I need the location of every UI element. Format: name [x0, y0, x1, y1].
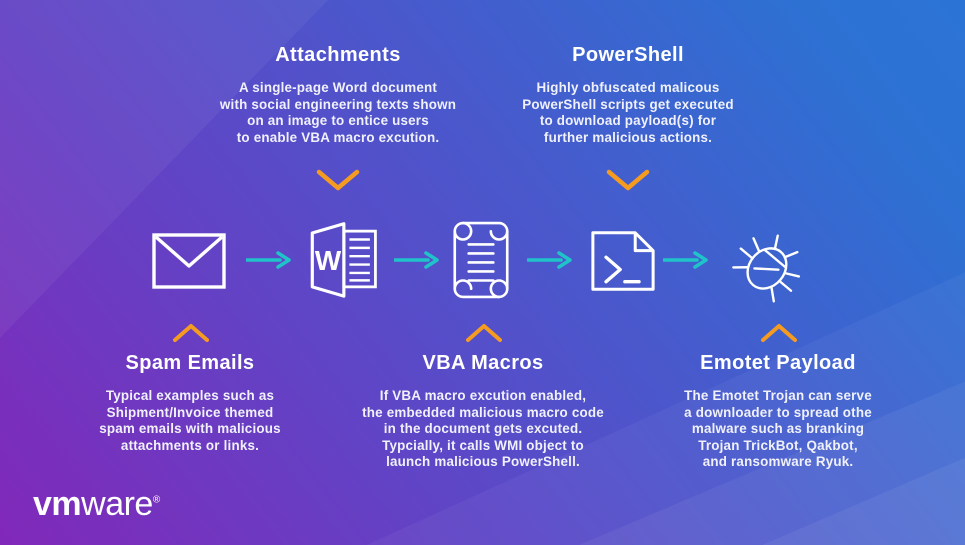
arrow-right-icon	[394, 251, 439, 269]
word-document-icon: W	[310, 222, 377, 298]
svg-text:W: W	[315, 245, 342, 276]
logo-bold-text: vm	[33, 485, 82, 523]
annotation-spam-emails: Spam Emails Typical examples such as Shi…	[60, 352, 320, 454]
chevron-up-icon	[466, 324, 502, 342]
macro-scroll-icon	[453, 221, 509, 299]
arrow-right-icon	[663, 251, 708, 269]
annotation-body: A single-page Word document with social …	[219, 80, 457, 145]
annotation-title: Emotet Payload	[700, 352, 856, 374]
annotation-title: VBA Macros	[422, 352, 544, 374]
annotation-emotet-payload: Emotet Payload The Emotet Trojan can ser…	[628, 352, 928, 471]
chevron-down-icon	[316, 169, 360, 191]
arrow-right-icon	[246, 251, 291, 269]
arrow-right-icon	[527, 251, 572, 269]
annotation-title: Spam Emails	[125, 352, 255, 374]
annotation-title: Attachments	[275, 44, 401, 66]
registered-trademark-symbol: ®	[152, 494, 161, 506]
chevron-up-icon	[761, 324, 797, 342]
annotation-body: Typical examples such as Shipment/Invoic…	[99, 388, 281, 453]
annotation-attachments: Attachments A single-page Word document …	[188, 44, 488, 146]
annotation-vba-macros: VBA Macros If VBA macro excution enabled…	[333, 352, 633, 471]
chevron-down-icon	[606, 169, 650, 191]
envelope-icon	[152, 233, 226, 289]
annotation-body: If VBA macro excution enabled, the embed…	[362, 388, 604, 470]
chevron-up-icon	[173, 324, 209, 342]
malware-bug-icon	[732, 234, 801, 303]
vmware-logo: vmware®	[33, 487, 160, 521]
powershell-terminal-icon	[591, 231, 655, 291]
logo-light-text: ware	[81, 485, 153, 523]
annotation-body: Highly obfuscated malicous PowerShell sc…	[522, 80, 734, 145]
annotation-powershell: PowerShell Highly obfuscated malicous Po…	[478, 44, 778, 146]
annotation-title: PowerShell	[572, 44, 684, 66]
annotation-body: The Emotet Trojan can serve a downloader…	[684, 388, 872, 470]
